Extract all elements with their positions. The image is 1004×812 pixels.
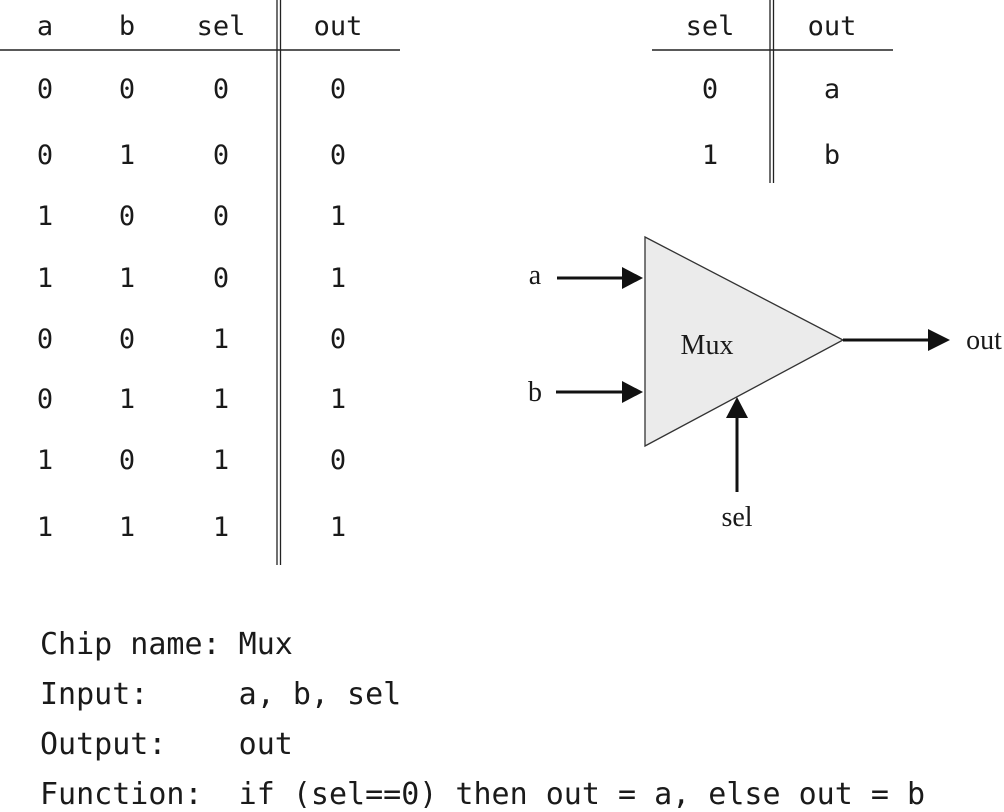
truth-table-cell: 1	[330, 384, 346, 415]
truth-table-cell: 0	[119, 445, 135, 476]
truth-table-cell: 0	[213, 201, 229, 232]
truth-table-cell: 0	[119, 201, 135, 232]
spec-function: Function: if (sel==0) then out = a, else…	[40, 777, 926, 812]
truth-table-cell: 1	[213, 324, 229, 355]
output-label: out	[966, 325, 1002, 356]
truth-table-cell: 1	[213, 384, 229, 415]
truth-table-cell: 1	[213, 512, 229, 543]
select-table-cell: a	[824, 74, 840, 105]
select-table-header: out	[808, 11, 857, 42]
truth-table-cell: 1	[119, 384, 135, 415]
truth-table-cell: 1	[330, 263, 346, 294]
truth-table-header: sel	[197, 11, 246, 42]
input-a-arrowhead-icon	[622, 267, 643, 289]
truth-table-cell: 0	[37, 324, 53, 355]
input-a-label: a	[529, 260, 542, 291]
output-arrowhead-icon	[928, 329, 950, 351]
truth-table-cell: 0	[330, 74, 346, 105]
mux-triangle	[644, 235, 845, 448]
truth-table-cell: 1	[37, 263, 53, 294]
truth-table-cell: 1	[330, 512, 346, 543]
spec-input: Input: a, b, sel	[40, 677, 402, 712]
spec-output: Output: out	[40, 727, 293, 762]
truth-table-cell: 1	[119, 140, 135, 171]
truth-table-cell: 0	[330, 324, 346, 355]
input-b-arrowhead-icon	[622, 381, 643, 403]
truth-table-cell: 0	[37, 140, 53, 171]
truth-table-cell: 0	[213, 74, 229, 105]
sel-label: sel	[721, 502, 752, 533]
select-table: sel out 0 a 1 b	[652, 0, 893, 183]
truth-table-cell: 0	[37, 384, 53, 415]
truth-table-cell: 1	[37, 445, 53, 476]
truth-table-cell: 0	[213, 140, 229, 171]
select-table-cell: 0	[702, 74, 718, 105]
truth-table: a b sel out 0 0 0 0 0 1 0 0 1 0 0 1 1 1 0 1 0 0 1 0 0 1 1 1 1 0 1 0 1 1 1 1	[0, 0, 400, 565]
truth-table-cell: 1	[37, 201, 53, 232]
truth-table-cell: 1	[213, 445, 229, 476]
truth-table-cell: 0	[213, 263, 229, 294]
select-table-header: sel	[686, 11, 735, 42]
truth-table-cell: 0	[330, 445, 346, 476]
truth-table-cell: 1	[119, 263, 135, 294]
truth-table-header: a	[37, 11, 53, 42]
mux-diagram: Mux a b sel out	[528, 235, 1002, 533]
truth-table-cell: 0	[119, 324, 135, 355]
sel-arrowhead-icon	[726, 397, 748, 418]
truth-table-cell: 0	[37, 74, 53, 105]
mux-label: Mux	[681, 330, 734, 361]
truth-table-cell: 0	[330, 140, 346, 171]
input-b-label: b	[528, 377, 542, 408]
truth-table-header: out	[314, 11, 363, 42]
select-table-cell: b	[824, 140, 840, 171]
truth-table-cell: 1	[330, 201, 346, 232]
truth-table-cell: 1	[37, 512, 53, 543]
truth-table-cell: 0	[119, 74, 135, 105]
truth-table-header: b	[119, 11, 135, 42]
select-table-cell: 1	[702, 140, 718, 171]
truth-table-cell: 1	[119, 512, 135, 543]
spec-chip-name: Chip name: Mux	[40, 627, 293, 662]
